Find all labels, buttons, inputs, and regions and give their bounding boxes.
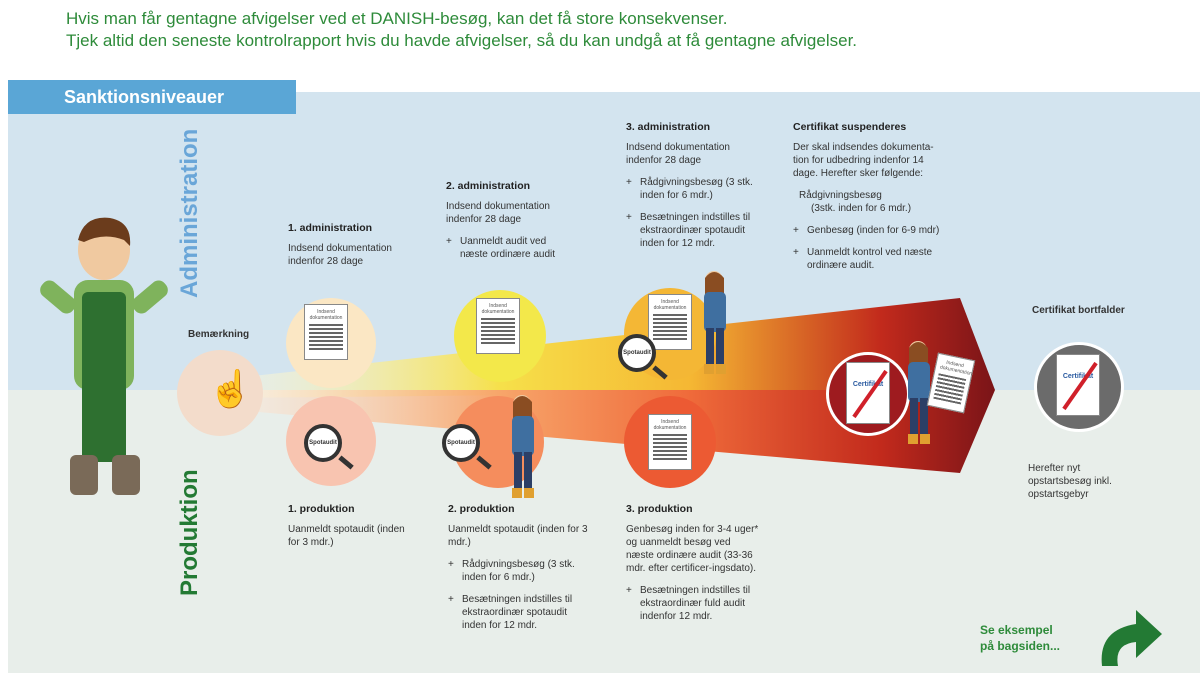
- magnifier-icon: Spotaudit: [442, 424, 480, 462]
- inspector-figure-icon: [704, 271, 726, 374]
- magnifier-icon: Spotaudit: [618, 334, 656, 372]
- document-label: Indsend dokumentation: [653, 419, 687, 431]
- prod-level-2: 2. produktion Uanmeldt spotaudit (inden …: [448, 503, 588, 632]
- prod-level-2-bullet-2: Besætningen indstilles til ekstraordinær…: [448, 593, 588, 632]
- document-icon: Indsend dokumentation: [648, 414, 692, 470]
- certificate-suspended-bullet-0: Rådgivningsbesøg: [799, 190, 882, 201]
- admin-level-2: 2. administration Indsend dokumentation …: [446, 180, 576, 261]
- prod-level-2-bullet-1: Rådgivningsbesøg (3 stk. inden for 6 mdr…: [448, 558, 588, 584]
- admin-level-2-title: 2. administration: [446, 180, 531, 192]
- see-example-line-2: på bagsiden...: [980, 639, 1061, 653]
- section-header: Sanktionsniveauer: [8, 80, 296, 114]
- axis-label-production: Produktion: [176, 469, 203, 596]
- certificate-suspended: Certifikat suspenderes Der skal indsende…: [793, 121, 943, 272]
- document-label: Indsend dokumentation: [481, 303, 515, 315]
- intro-line-2: Tjek altid den seneste kontrolrapport hv…: [66, 31, 858, 50]
- certificate-suspended-bullet-2: Uanmeldt kontrol ved næste ordinære audi…: [793, 246, 943, 272]
- admin-level-2-text: Indsend dokumentation indenfor 28 dage: [446, 201, 550, 225]
- finger-icon: ☝: [208, 368, 253, 409]
- see-example-link[interactable]: Se eksempel på bagsiden...: [980, 622, 1060, 654]
- prod-level-2-title: 2. produktion: [448, 503, 515, 515]
- admin-level-3-bullet-2: Besætningen indstilles til ekstraordinær…: [626, 211, 762, 250]
- prod-level-2-text: Uanmeldt spotaudit (inden for 3 mdr.): [448, 524, 588, 548]
- prod-level-3: 3. produktion Genbesøg inden for 3-4 uge…: [626, 503, 760, 623]
- prod-level-3-title: 3. produktion: [626, 503, 693, 515]
- document-icon: Indsend dokumentation: [648, 294, 692, 350]
- admin-level-1-title: 1. administration: [288, 222, 373, 234]
- spotaudit-label: Spotaudit: [309, 440, 337, 446]
- certificate-suspended-text: Der skal indsendes dokumenta-tion for ud…: [793, 142, 934, 179]
- axis-label-admin: Administration: [176, 128, 203, 298]
- certificate-label: Certifikat: [852, 381, 884, 388]
- document-label: Indsend dokumentation: [309, 309, 343, 321]
- see-example-line-1: Se eksempel: [980, 623, 1053, 637]
- spotaudit-label: Spotaudit: [623, 350, 651, 356]
- prod-level-1: 1. produktion Uanmeldt spotaudit (inden …: [288, 503, 408, 549]
- certificate-expired-title: Certifikat bortfalder: [1032, 305, 1125, 316]
- certificate-label: Certifikat: [1062, 373, 1094, 380]
- certificate-expired-text: Herefter nyt opstartsbesøg inkl. opstart…: [1028, 463, 1112, 500]
- document-icon: Indsend dokumentation: [476, 298, 520, 354]
- farmer-illustration: [40, 217, 168, 495]
- magnifier-icon: Spotaudit: [304, 424, 342, 462]
- certificate-suspended-bullet-1: Genbesøg (inden for 6-9 mdr): [793, 224, 943, 237]
- prod-level-3-bullet-1: Besætningen indstilles til ekstraordinær…: [626, 584, 760, 623]
- prod-level-1-title: 1. produktion: [288, 503, 355, 515]
- admin-level-1-text: Indsend dokumentation indenfor 28 dage: [288, 243, 392, 267]
- bemaerkning-label: Bemærkning: [188, 329, 250, 340]
- admin-level-3-bullet-1: Rådgivningsbesøg (3 stk. inden for 6 mdr…: [626, 176, 762, 202]
- admin-level-3: 3. administration Indsend dokumentation …: [626, 121, 762, 250]
- intro-text: Hvis man får gentagne afvigelser ved et …: [66, 8, 857, 52]
- admin-level-1: 1. administration Indsend dokumentation …: [288, 222, 408, 268]
- bemaerkning-circle: [177, 350, 263, 436]
- curved-arrow-icon[interactable]: [1088, 600, 1168, 670]
- admin-level-2-bullet-1: Uanmeldt audit ved næste ordinære audit: [446, 235, 576, 261]
- certificate-suspended-bullet-0-detail: (3stk. inden for 6 mdr.): [811, 203, 912, 214]
- arrow-prod-half: [235, 390, 995, 473]
- admin-level-3-text: Indsend dokumentation indenfor 28 dage: [626, 142, 730, 166]
- document-label: Indsend dokumentation: [653, 299, 687, 311]
- admin-level-3-title: 3. administration: [626, 121, 711, 133]
- prod-level-1-text: Uanmeldt spotaudit (inden for 3 mdr.): [288, 524, 405, 548]
- inspector-figure-icon: [908, 341, 930, 444]
- document-icon: Indsend dokumentation: [304, 304, 348, 360]
- prod-level-3-text: Genbesøg inden for 3-4 uger* og uanmeldt…: [626, 524, 759, 574]
- intro-line-1: Hvis man får gentagne afvigelser ved et …: [66, 9, 728, 28]
- inspector-figure-icon: [512, 395, 534, 498]
- spotaudit-label: Spotaudit: [447, 440, 475, 446]
- arrow-admin-half: [235, 298, 995, 398]
- certificate-suspended-title: Certifikat suspenderes: [793, 121, 907, 133]
